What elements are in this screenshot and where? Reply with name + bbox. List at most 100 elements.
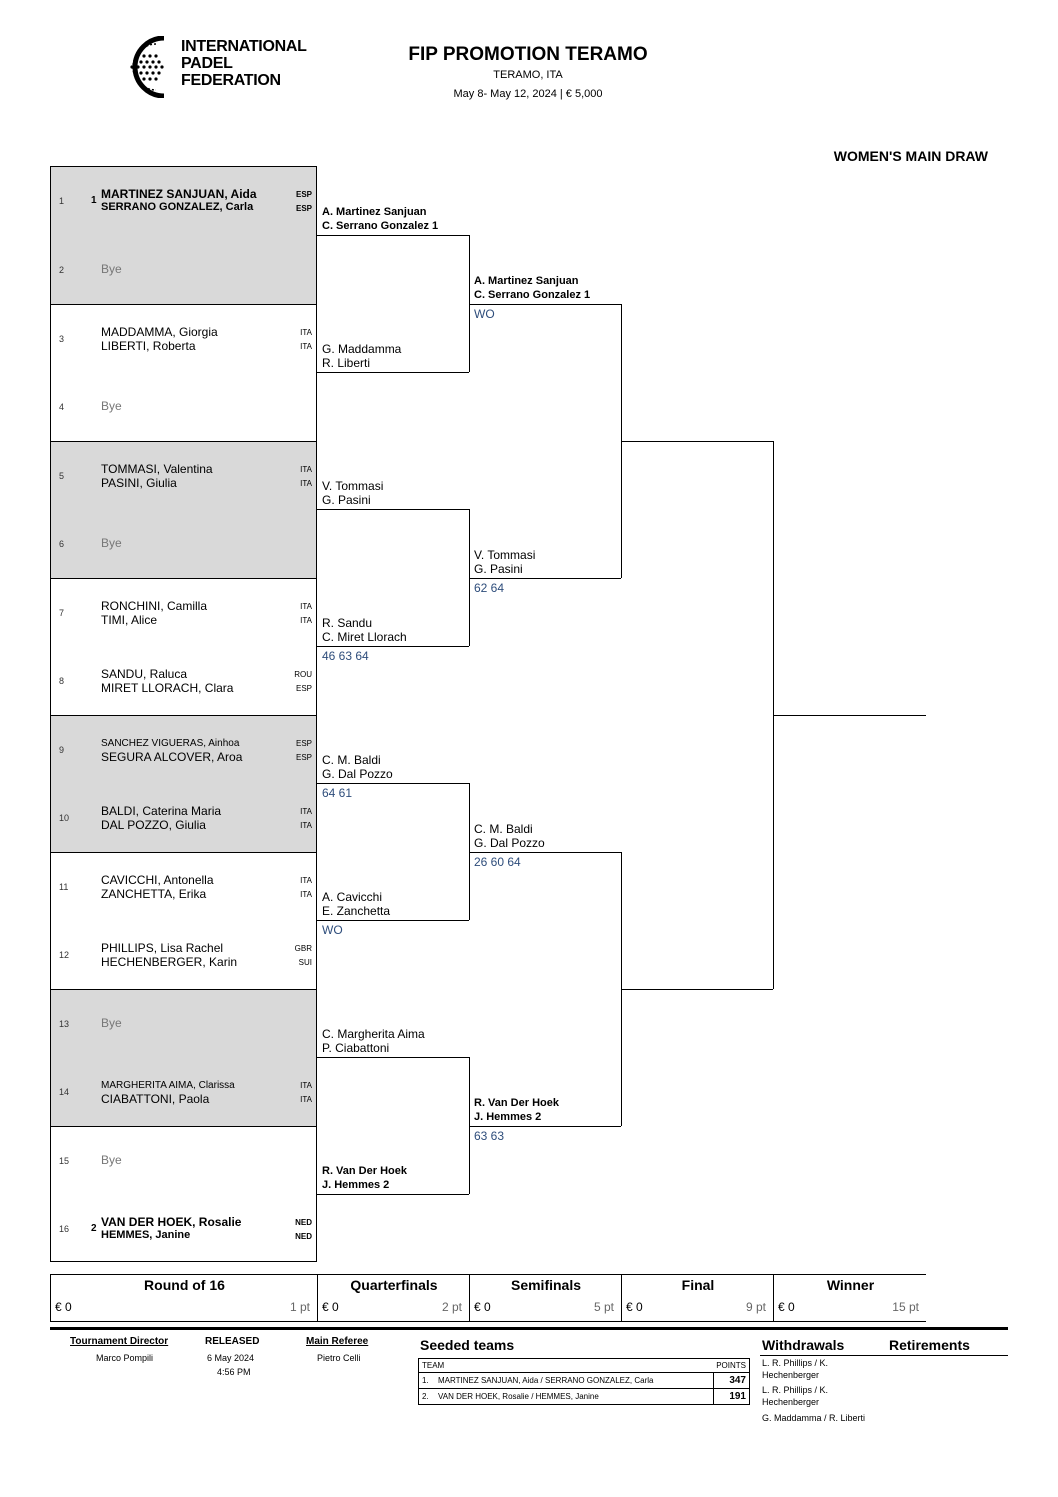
fip-logo-text: INTERNATIONAL PADEL FEDERATION	[181, 38, 307, 89]
seeded-teams-table: TEAM POINTS 1. MARTINEZ SANJUAN, Aida / …	[418, 1358, 750, 1405]
seed-team: VAN DER HOEK, Rosalie / HEMMES, Janine	[435, 1388, 714, 1405]
round-prize-money: € 0	[626, 1300, 643, 1314]
player-name: MIRET LLORACH, Clara	[101, 680, 234, 695]
player-name: MARGHERITA AIMA, Clarissa	[101, 1079, 235, 1091]
nationality-code: GBR	[294, 943, 312, 953]
entry-number: 15	[59, 1156, 70, 1166]
player-name: SANCHEZ VIGUERAS, Ainhoa	[101, 738, 240, 749]
seeded-header-row: TEAM POINTS	[418, 1358, 750, 1373]
player-name: HECHENBERGER, Karin	[101, 954, 238, 969]
round-prize-money: € 0	[474, 1300, 491, 1314]
nationality-code: ESP	[295, 739, 312, 748]
seeded-row: 2. VAN DER HOEK, Rosalie / HEMMES, Janin…	[418, 1388, 750, 1405]
winner-player: V. Tommasi	[474, 548, 536, 562]
bracket-line	[317, 235, 469, 236]
match-winner: A. Martinez Sanjuan C. Serrano Gonzalez 1	[322, 205, 438, 233]
match-score: 64 61	[322, 786, 353, 800]
withdrawals-underline	[760, 1355, 1008, 1356]
bracket-line	[469, 578, 621, 579]
bracket-line	[469, 235, 470, 372]
winner-player: C. Serrano Gonzalez 1	[322, 220, 439, 232]
bracket-line	[469, 783, 470, 920]
nationality-code: ITA	[300, 342, 312, 351]
bye-label: Bye	[101, 535, 122, 550]
entry-number: 4	[59, 401, 65, 412]
director-label: Tournament Director	[70, 1336, 169, 1347]
player-name: SANDU, Raluca	[101, 666, 188, 681]
nationality-code: ROU	[294, 669, 312, 679]
nationality-code: ESP	[295, 204, 312, 213]
bracket-line	[469, 1126, 621, 1127]
round-points: 2 pt	[441, 1300, 462, 1314]
bracket-line	[317, 920, 469, 921]
bracket-line	[773, 715, 926, 716]
withdrawals-title: Withdrawals	[762, 1337, 845, 1353]
withdrawal-item: L. R. Phillips / K. Hechenberger	[762, 1358, 829, 1380]
released-time: 4:56 PM	[217, 1367, 251, 1377]
referee-name: Pietro Celli	[317, 1353, 361, 1363]
player-name: PHILLIPS, Lisa Rachel	[101, 940, 224, 955]
match-score: WO	[474, 307, 495, 321]
player-name: DAL POZZO, Giulia	[101, 817, 206, 832]
referee-label: Main Referee	[306, 1336, 369, 1347]
seed-team: MARTINEZ SANJUAN, Aida / SERRANO GONZALE…	[435, 1372, 714, 1389]
team-header: TEAM	[418, 1358, 713, 1373]
retirements-title: Retirements	[889, 1337, 970, 1353]
round-points: 15 pt	[892, 1300, 919, 1314]
nationality-code: ITA	[300, 616, 312, 625]
player-name: CAVICCHI, Antonella	[101, 873, 214, 887]
round-name: Final	[681, 1277, 715, 1293]
bracket-line	[469, 509, 470, 646]
winner-player: P. Ciabattoni	[322, 1041, 390, 1055]
draw-entry: 6 Bye	[51, 509, 316, 578]
seed-points: 347	[712, 1372, 750, 1389]
seeded-row: 1. MARTINEZ SANJUAN, Aida / SERRANO GONZ…	[418, 1372, 750, 1389]
bracket-line	[469, 304, 621, 305]
entry-number: 6	[59, 538, 65, 549]
entry-number: 14	[59, 1086, 70, 1097]
tournament-location: TERAMO, ITA	[493, 69, 563, 81]
winner-player: C. Miret Llorach	[322, 630, 407, 644]
entry-number: 2	[59, 264, 65, 275]
entry-number: 12	[59, 949, 70, 960]
winner-player: A. Martinez Sanjuan	[322, 206, 427, 218]
winner-player: C. M. Baldi	[474, 822, 533, 836]
entry-number: 10	[59, 812, 70, 823]
player-name: LIBERTI, Roberta	[101, 339, 196, 353]
bracket-line	[317, 372, 469, 373]
seed-marker: 1	[91, 195, 97, 206]
nationality-code: ITA	[300, 479, 312, 488]
winner-player: E. Zanchetta	[322, 904, 391, 918]
released-date: 6 May 2024	[207, 1353, 255, 1363]
withdrawal-item: G. Maddamma / R. Liberti	[762, 1413, 866, 1423]
nationality-code: ESP	[295, 753, 312, 762]
winner-player: R. Van Der Hoek	[474, 1097, 559, 1109]
winner-player: C. Margherita Aima	[322, 1027, 425, 1041]
round-name: Semifinals	[510, 1277, 582, 1293]
winner-player: V. Tommasi	[322, 479, 384, 493]
player-name: ZANCHETTA, Erika	[101, 887, 207, 901]
round-prize-money: € 0	[55, 1300, 72, 1314]
player-name: CIABATTONI, Paola	[101, 1091, 210, 1106]
round-points: 1 pt	[289, 1300, 310, 1314]
